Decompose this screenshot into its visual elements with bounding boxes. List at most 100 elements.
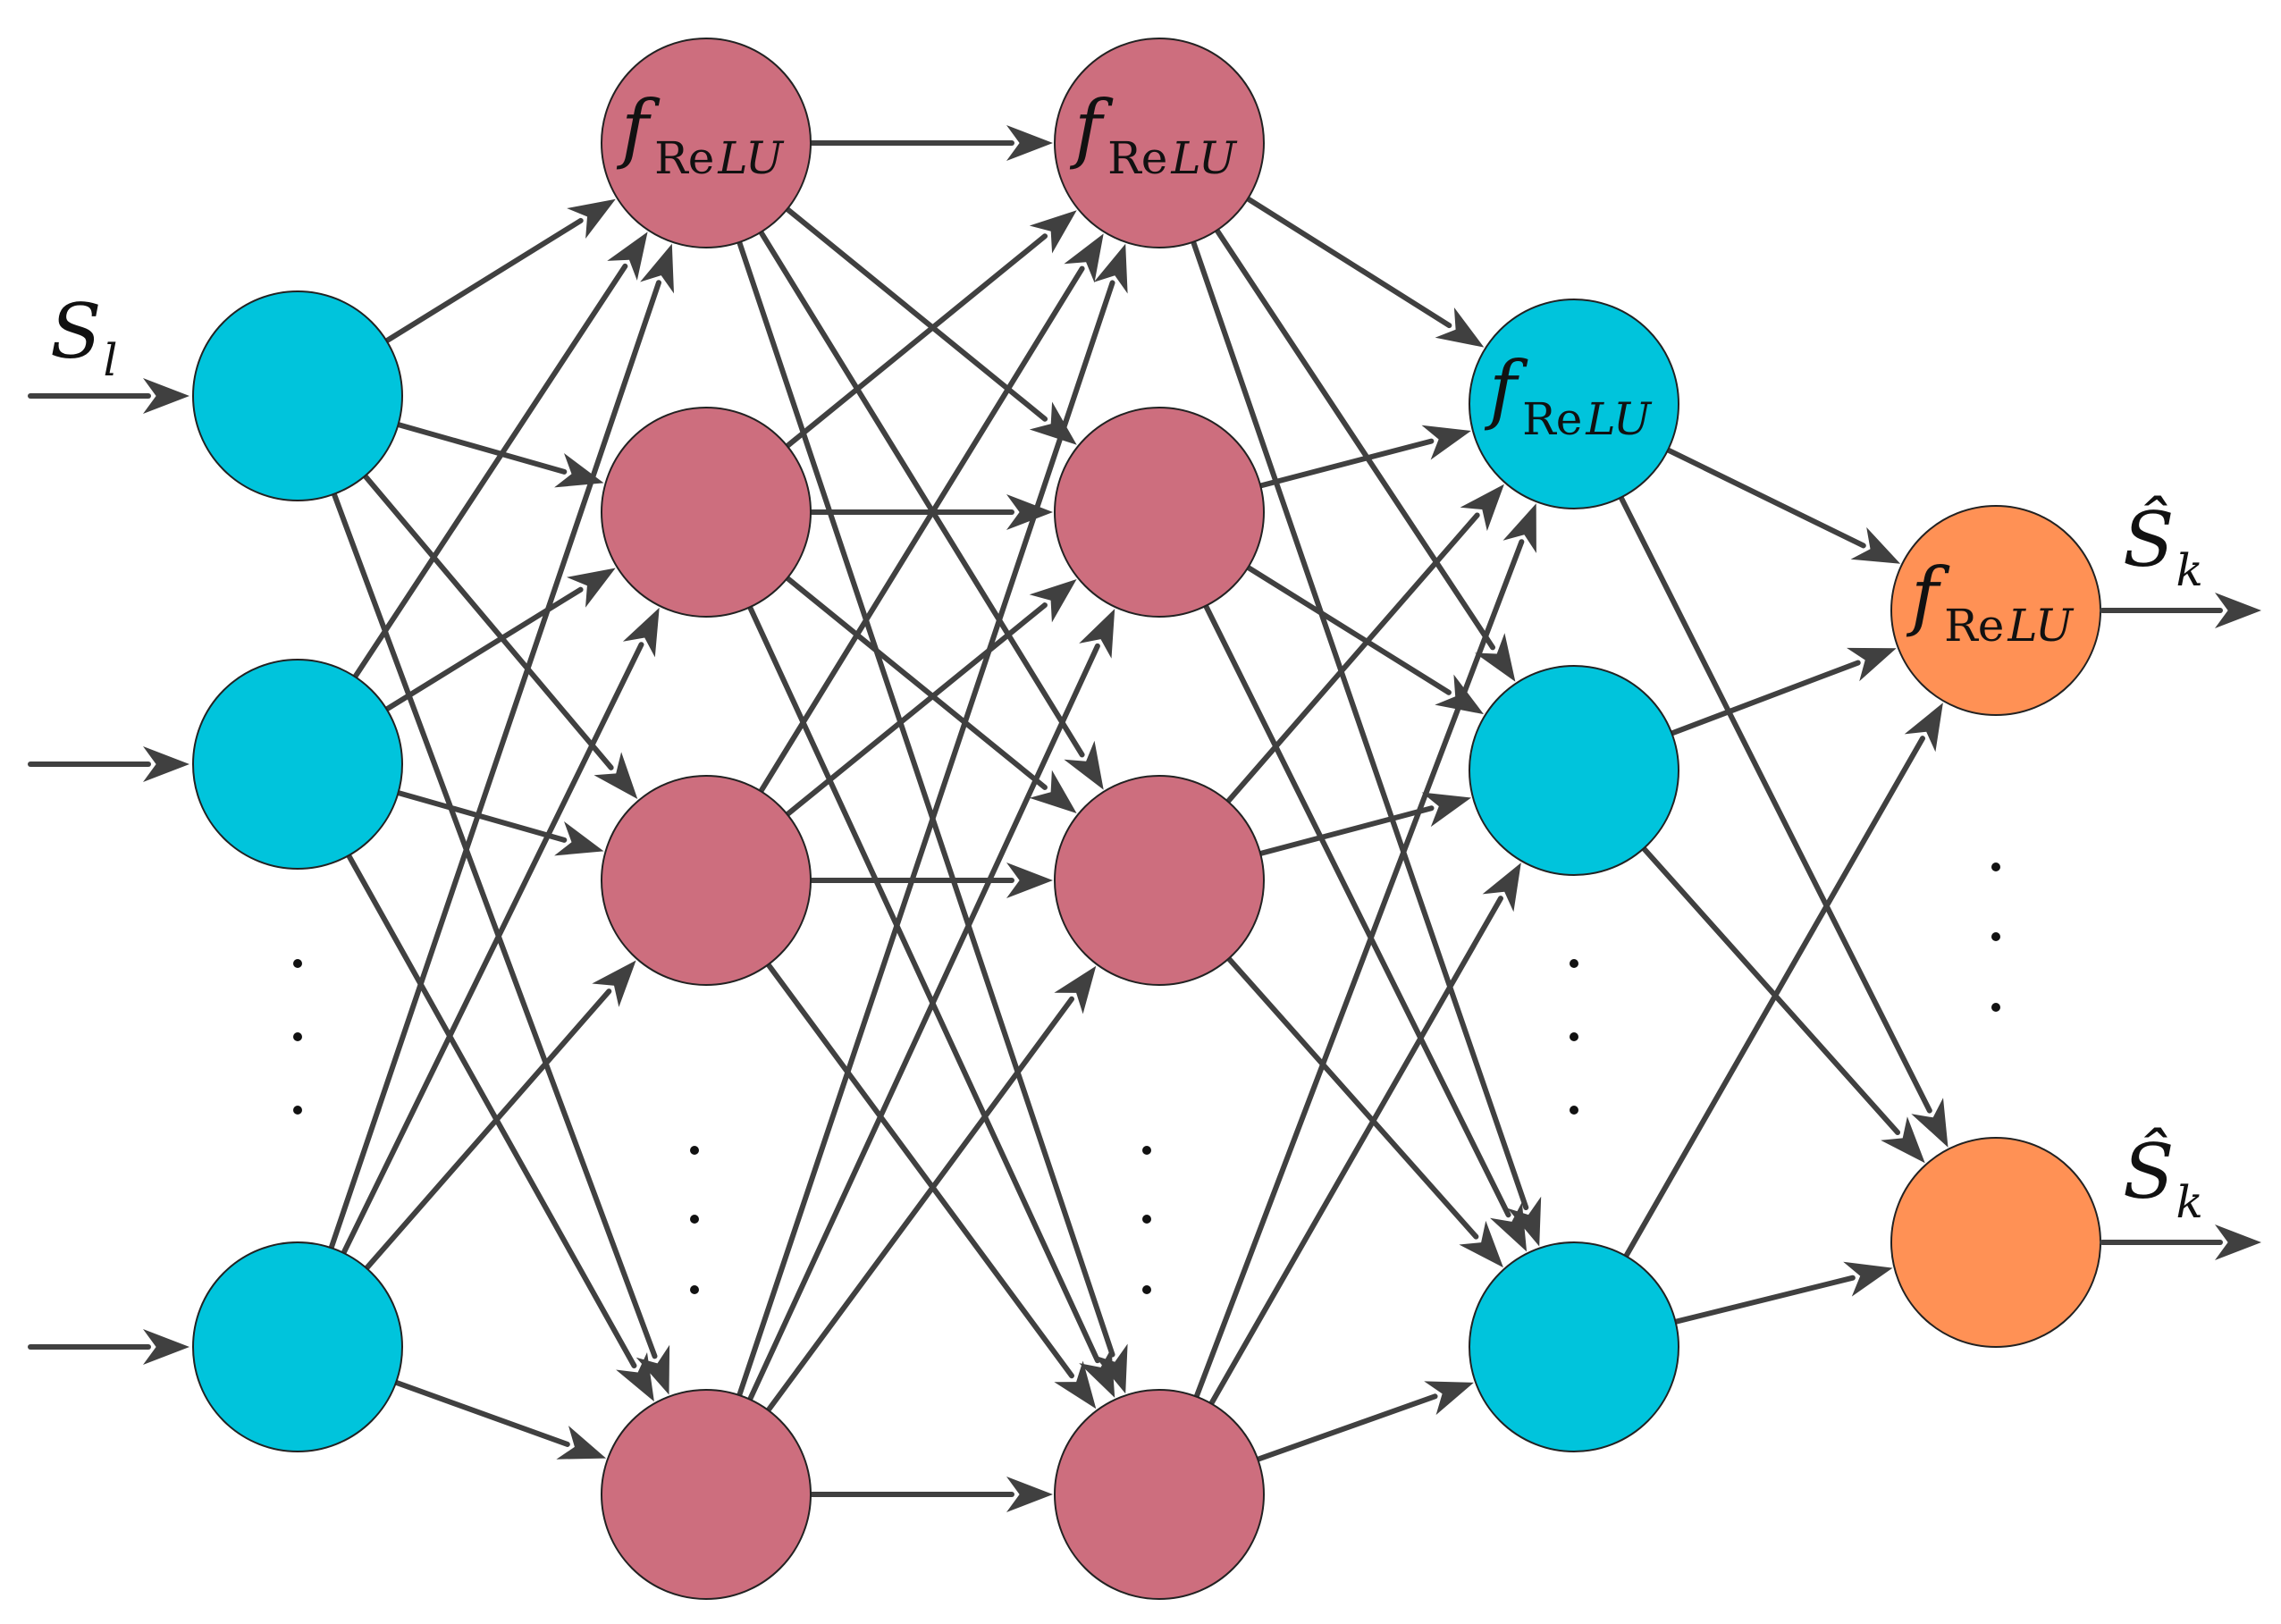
edge-L2n3-L3n3 [806,862,1053,898]
ellipsis-dot-hidden-2-1 [1142,1146,1151,1155]
edge-L3n3-L4n3-line [1225,954,1479,1240]
ellipsis-dot-output-1 [1991,862,2000,871]
node-hidden-1-1-circle [601,38,812,248]
edge-L1n2-L2n4 [345,851,654,1402]
ellipsis-dot-hidden-3-1 [1570,959,1578,968]
edge-L3n3-L4n3-arrowhead [1459,1220,1503,1268]
edge-L3n3-L4n2 [1256,792,1471,857]
node-hidden-2-2-circle [1054,407,1265,618]
edge-L1n1-L2n3 [361,471,638,799]
edge-L3n1-L4n2-arrowhead [1475,633,1516,682]
edge-L2n2-L3n1-line [783,233,1048,450]
edge-L1n3-L2n3-line [362,989,612,1273]
edge-L3n1-L4n2 [1213,225,1516,682]
node-output-2-circle [1890,1137,2101,1348]
edge-L1n3-L2n4 [391,1379,607,1460]
edge-L1n1-L2n1-arrowhead [567,198,616,239]
edge-L2n2-L3n1 [783,210,1077,450]
node-hidden-3-2 [1469,665,1679,876]
ellipsis-dot-input-3 [293,1106,302,1115]
edge-L3n3-L4n1-line [1224,512,1480,806]
ellipsis-dot-hidden-1-1 [690,1146,699,1155]
node-hidden-3-3-circle [1469,1241,1679,1452]
input-label: Sl [50,288,118,386]
edge-L3n4-L4n2 [1208,862,1521,1409]
edge-L1n3-L2n2-line [340,642,644,1258]
edge-L3n1-L4n1-line [1243,195,1452,329]
edge-L2n3-L3n4-arrowhead [1054,1360,1097,1409]
edge-L2n3-L3n3-arrowhead [1006,862,1053,898]
edge-L2n3-L3n1-line [757,265,1085,796]
edge-L3n2-L4n3-arrowhead [1490,1202,1528,1252]
edge-L3n3-L4n1-arrowhead [1460,484,1504,532]
node-input-3 [192,1241,403,1452]
edge-L1n3-L2n2 [340,607,660,1258]
edge-L1n2-L2n4-line [345,851,637,1368]
node-hidden-1-3-circle [601,775,812,986]
edge-L3n1-L4n3-arrowhead [1507,1196,1542,1247]
edge-L3n2-L4n1-arrowhead [1421,425,1471,460]
node-hidden-1-1-relu-label-lu: LU [717,132,784,184]
edge-L2n1-L3n2 [783,205,1077,445]
edge-L4n2-L5n1 [1667,647,1897,737]
edge-L4n3-L5n2-arrowhead [1843,1261,1893,1297]
edge-L2n4-L3n1 [736,243,1128,1400]
ellipsis-dot-hidden-3-3 [1570,1106,1578,1115]
node-hidden-3-1-circle [1469,299,1679,509]
input-arrow-3-arrowhead [143,1329,189,1365]
edge-L3n1-L4n3 [1190,237,1542,1247]
edge-L1n1-L2n4-arrowhead [635,1344,670,1395]
output-arrow-1 [2100,593,2261,628]
edge-L1n1-L2n1-line [382,217,584,345]
edge-L2n3-L3n2-arrowhead [1029,579,1077,623]
edge-L4n1-L5n2 [1617,492,1949,1148]
ellipses [293,862,2000,1294]
edge-L1n2-L2n1 [351,231,648,681]
edge-L3n4-L4n3-line [1253,1393,1438,1463]
input-arrow-3 [28,1329,189,1365]
edge-L1n2-L2n2-arrowhead [567,568,616,608]
edge-L3n4-L4n2-arrowhead [1482,862,1521,913]
output-label-2-subscript: k [2176,1176,2203,1228]
edge-L4n1-L5n2-arrowhead [1911,1098,1949,1148]
node-output-1-relu-label-re: Re [1944,600,2004,652]
edge-L1n1-L2n2-line [393,421,568,475]
edge-L1n2-L2n2 [382,568,616,713]
edge-L1n3-L2n4-line [391,1379,570,1447]
edge-L2n1-L3n1 [806,125,1053,161]
output-arrow-1-arrowhead [2215,593,2261,628]
output-label-1: Ŝk [2123,495,2203,596]
edge-L3n2-L4n1-line [1256,438,1435,489]
node-input-1 [192,290,403,501]
edge-L1n2-L2n3 [393,789,604,856]
edge-L1n3-L2n3-arrowhead [592,960,636,1007]
edge-L3n1-L4n1 [1243,195,1485,348]
edge-L3n2-L4n2 [1243,563,1484,715]
edge-L3n4-L4n1 [1192,503,1536,1401]
edge-L4n3-L5n1-arrowhead [1904,703,1943,753]
output-label-2: Ŝk [2123,1127,2203,1228]
node-hidden-1-4 [601,1389,812,1600]
input-arrow-2 [28,746,189,782]
edge-L1n1-L2n3-line [361,471,614,770]
edge-L2n4-L3n2-line [746,643,1100,1404]
edge-L3n2-L4n2-arrowhead [1435,674,1484,715]
output-arrow-2 [2100,1224,2261,1260]
node-hidden-2-4 [1054,1389,1265,1600]
node-hidden-2-2 [1054,407,1265,618]
connections [327,125,1949,1512]
node-hidden-3-1-relu-label-lu: LU [1585,393,1652,445]
edge-L3n4-L4n3-arrowhead [1424,1381,1474,1416]
node-hidden-3-2-circle [1469,665,1679,876]
node-input-2-circle [192,659,403,870]
node-output-1-relu-label-lu: LU [2007,600,2074,652]
node-input-2 [192,659,403,870]
edge-L3n3-L4n3 [1225,954,1503,1268]
edge-L1n3-L2n1 [327,243,674,1253]
edge-L2n2-L3n2-arrowhead [1006,494,1053,530]
input-label-subscript: l [104,334,118,386]
